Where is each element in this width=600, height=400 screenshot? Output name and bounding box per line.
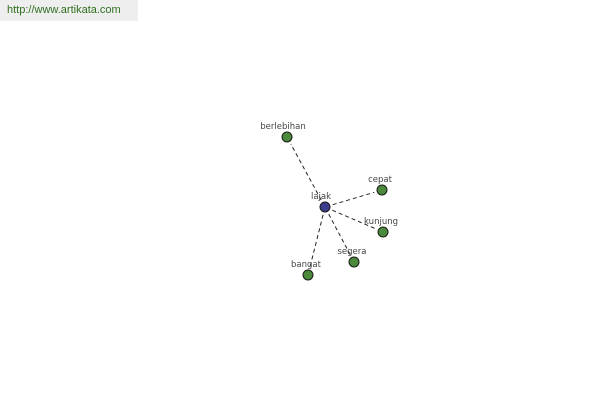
nodes-group [281, 131, 389, 281]
edge-lajak-segera [328, 213, 351, 256]
node-berlebihan[interactable] [281, 131, 293, 143]
edge-lajak-bangat [309, 214, 324, 268]
node-label-cepat: cepat [368, 175, 393, 185]
url-bar: http://www.artikata.com [0, 0, 138, 21]
node-label-segera: segera [338, 247, 367, 257]
edge-lajak-cepat [332, 191, 375, 206]
node-kunjung[interactable] [377, 226, 389, 238]
edge-lajak-kunjung [332, 209, 376, 230]
labels-group: lajak berlebihan cepat kunjung segera bangat [260, 122, 398, 270]
node-label-bangat: bangat [291, 260, 322, 270]
node-bangat[interactable] [302, 269, 314, 281]
node-label-lajak: lajak [311, 192, 331, 202]
node-cepat[interactable] [376, 184, 388, 196]
center-node-lajak[interactable] [319, 201, 331, 213]
node-label-berlebihan: berlebihan [260, 122, 305, 132]
site-url-text: http://www.artikata.com [7, 4, 121, 16]
node-label-kunjung: kunjung [364, 217, 398, 227]
edges-group [290, 143, 376, 268]
edge-lajak-berlebihan [290, 143, 322, 201]
node-segera[interactable] [348, 256, 360, 268]
